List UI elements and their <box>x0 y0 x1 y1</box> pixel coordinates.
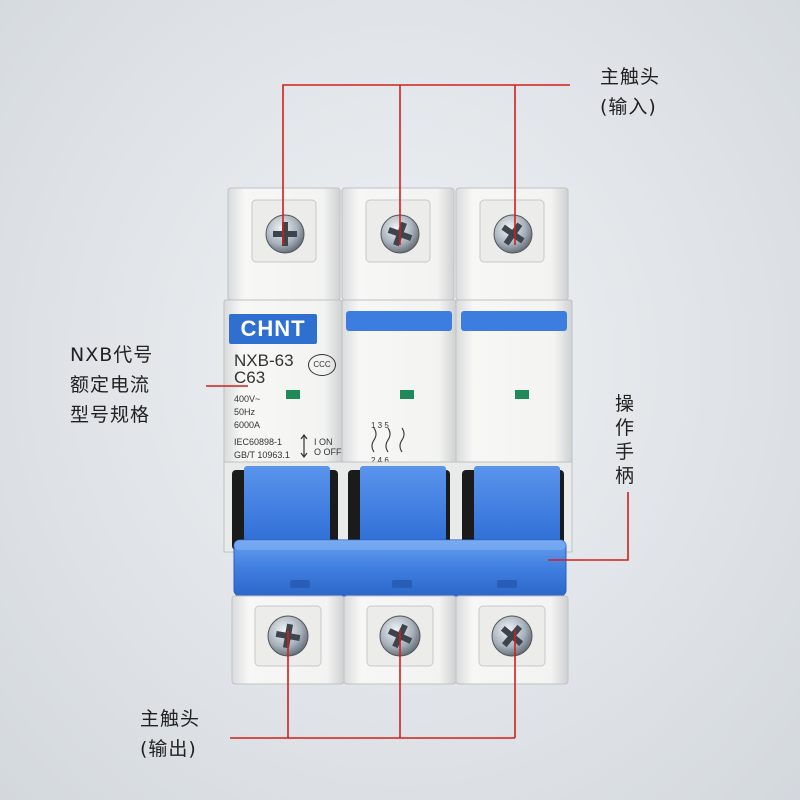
callout-char: 作 <box>614 417 635 439</box>
voltage-label: 400V~ <box>234 394 261 404</box>
callout-main-contact-input: 主触头 (输入) <box>600 62 660 122</box>
callout-text: 型号规格 <box>70 404 151 426</box>
off-label: O OFF <box>314 447 342 457</box>
bottom-terminal-blocks <box>231 595 569 685</box>
line-handle <box>548 492 629 561</box>
ccc-cert-mark: CCC <box>308 354 336 376</box>
on-label: I ON <box>314 437 333 447</box>
callout-text: (输入) <box>600 96 657 118</box>
callout-text: 主触头 <box>600 66 661 88</box>
standard-gb-label: GB/T 10963.1 <box>234 450 290 460</box>
callout-model-spec: NXB代号 额定电流 型号规格 <box>70 340 153 430</box>
callout-char: 手 <box>614 441 635 463</box>
brand-logo: CHNT <box>229 314 317 344</box>
annotation-lines <box>206 84 629 739</box>
callout-char: 操 <box>614 393 635 415</box>
svg-text:2 4 6: 2 4 6 <box>371 456 389 465</box>
operating-handle-bar <box>233 539 567 597</box>
curve-rating-label: C63 <box>234 368 266 387</box>
breaking-capacity-label: 6000A <box>234 420 261 430</box>
callout-char: 柄 <box>614 465 635 487</box>
standard-iec-label: IEC60898-1 <box>234 437 283 447</box>
svg-text:1 3 5: 1 3 5 <box>371 421 389 430</box>
callout-text: (输出) <box>140 738 197 760</box>
callout-text: 主触头 <box>140 708 201 730</box>
callout-operating-handle: 操 作 手 柄 <box>612 392 638 488</box>
handle-slots <box>223 461 573 553</box>
model-label: NXB-63 <box>234 351 294 370</box>
callout-text: NXB代号 <box>70 344 154 366</box>
callout-text: 额定电流 <box>70 374 151 396</box>
line-input-top <box>282 84 570 245</box>
front-panels: 1 3 5 2 4 6 <box>223 299 573 481</box>
callout-main-contact-output: 主触头 (输出) <box>140 704 200 764</box>
frequency-label: 50Hz <box>234 407 256 417</box>
